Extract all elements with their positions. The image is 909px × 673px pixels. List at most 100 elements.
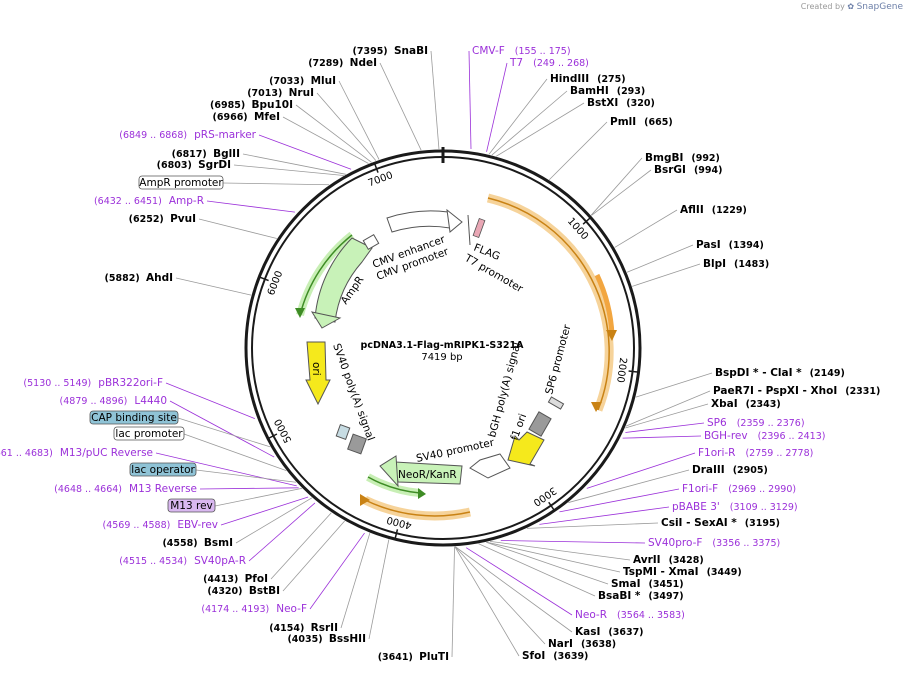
tick-mark <box>548 501 555 511</box>
enzyme-xbai: XbaI(2343) <box>711 398 781 410</box>
boxed-feature-lac-operator: lac operator <box>131 464 195 476</box>
enzyme-nrui: (7013) NruI <box>247 87 314 99</box>
primer-f1ori-r: F1ori-R(2759 .. 2778) <box>698 447 813 459</box>
label-sp6-promoter: SP6 promoter <box>543 323 573 396</box>
enzyme-tspmi-xmai: TspMI - XmaI(3449) <box>623 566 742 578</box>
enzyme-blpi: BlpI(1483) <box>703 258 769 270</box>
snapgene-credit: Created by ✿ SnapGene <box>801 2 903 12</box>
primer-m13-puc-reverse: (4661 .. 4683) M13/pUC Reverse <box>0 447 153 459</box>
enzyme-rsrii: (4154) RsrII <box>269 622 338 634</box>
tick-label-2000: 2000 <box>614 357 628 384</box>
enzyme-bamhi: BamHI(293) <box>570 85 645 97</box>
feature-flag-box <box>472 218 486 238</box>
feature-sp6-small <box>547 396 565 410</box>
feature-cds-orange-bottom-core <box>364 499 471 517</box>
primer-pbr322ori-f: (5130 .. 5149) pBR322ori-F <box>23 377 163 389</box>
feature-tracks <box>295 193 617 521</box>
primer-t7: T7(249 .. 268) <box>509 57 589 69</box>
enzyme-kasi: KasI(3637) <box>575 626 644 638</box>
enzyme-bsabi: BsaBI *(3497) <box>598 590 684 602</box>
tick-mark <box>268 433 278 439</box>
primer-f1ori-f: F1ori-F(2969 .. 2990) <box>682 483 796 495</box>
enzyme-pluti: (3641) PluTI <box>378 651 449 663</box>
enzyme-pasi: PasI(1394) <box>696 239 764 251</box>
plasmid-size: 7419 bp <box>421 352 462 363</box>
boxed-feature-lac-promoter-box <box>113 426 185 441</box>
label-leader-lines <box>155 50 713 658</box>
enzyme-ahdi: (5882) AhdI <box>105 272 173 284</box>
enzyme-paer7i-pspxi-xhoi: PaeR7I - PspXI - XhoI(2331) <box>713 385 880 397</box>
enzyme-bspdi-clai: BspDI * - ClaI *(2149) <box>715 367 845 379</box>
primer-prs-marker: (6849 .. 6868) pRS-marker <box>119 129 256 141</box>
primer-neo-r: Neo-R(3564 .. 3583) <box>575 609 685 621</box>
feature-f1-ori <box>507 431 545 467</box>
enzyme-bmgbi: BmgBI(992) <box>645 152 720 164</box>
enzyme-aflii: AflII(1229) <box>680 204 747 216</box>
feature-bgh-polya-box <box>528 411 552 437</box>
feature-cds-orange-1-core <box>487 197 610 411</box>
enzyme-pmli: PmlI(665) <box>610 116 673 128</box>
boxed-feature-ampr-promoter: AmpR promoter <box>139 177 223 189</box>
credit-prefix: Created by <box>800 2 845 11</box>
feature-green-arc-left-core <box>299 234 353 316</box>
feature-cmv <box>386 210 451 233</box>
enzyme-hindiii: HindIII(275) <box>550 73 626 85</box>
orange-arrow-head-3 <box>360 494 370 506</box>
enzyme-bstxi: BstXI(320) <box>587 97 655 109</box>
tick-mark <box>259 276 269 282</box>
enzyme-bpu10i: (6985) Bpu10I <box>210 99 293 111</box>
tick-mark <box>582 217 591 225</box>
label-neor: NeoR/KanR <box>398 469 457 481</box>
enzyme-bglii: (6817) BglII <box>172 148 240 160</box>
boxed-feature-m13-rev: M13 rev <box>170 500 213 512</box>
primer-sv40pa-r: (4515 .. 4534) SV40pA-R <box>119 555 246 567</box>
primer-sp6: SP6(2359 .. 2376) <box>707 417 805 429</box>
cmv-arrow-head <box>446 208 463 233</box>
feature-sv40-promoter <box>469 453 511 479</box>
primer-amp-r: (6432 .. 6451) Amp-R <box>94 195 204 207</box>
enzyme-ndei: (7289) NdeI <box>308 57 377 69</box>
tick-label-6000: 6000 <box>266 269 285 297</box>
green-arrow-head-left <box>295 308 305 318</box>
primer-neo-f: (4174 .. 4193) Neo-F <box>201 603 307 615</box>
feature-ori <box>305 341 331 406</box>
boxed-feature-lac-promoter: lac promoter <box>115 428 183 440</box>
feature-sv40-small <box>335 424 351 440</box>
feature-cds-orange-bottom <box>363 495 471 521</box>
tick-label-7000: 7000 <box>367 170 395 189</box>
label-ori: ori <box>310 362 322 376</box>
enzyme-mfei: (6966) MfeI <box>213 111 280 123</box>
enzyme-snabi: (7395) SnaBI <box>353 45 428 57</box>
tick-mark <box>394 529 399 539</box>
orange-arrow-head-1 <box>591 402 602 412</box>
primer-m13-reverse: (4648 .. 4664) M13 Reverse <box>54 483 197 495</box>
boxed-feature-lac-operator-box <box>129 462 197 477</box>
enzyme-bstbi: (4320) BstBI <box>207 585 280 597</box>
enzyme-csii-sexai: CsiI - SexAI *(3195) <box>661 517 780 529</box>
enzyme-avrii: AvrII(3428) <box>633 554 704 566</box>
tick-mark <box>628 370 638 373</box>
snapgene-logo-icon: ✿ <box>847 2 855 11</box>
ampr-arrow-head <box>310 311 342 329</box>
enzyme-sfoi: SfoI(3639) <box>522 650 588 662</box>
feature-green-arc-bottom-core <box>367 476 421 494</box>
primer-labels: CMV-F(155 .. 175)T7(249 .. 268) SP6(2359 … <box>0 45 825 621</box>
plasmid-name: pcDNA3.1-Flag-mRIPK1-S321A <box>361 340 525 351</box>
enzyme-bsrgi: BsrGI(994) <box>654 164 722 176</box>
enzyme-pfoi: (4413) PfoI <box>203 573 268 585</box>
enzyme-bsshii: (4035) BssHII <box>287 633 366 645</box>
tick-mark <box>374 163 379 173</box>
feature-ampr <box>314 237 373 323</box>
primer-sv40pro-f: SV40pro-F(3356 .. 3375) <box>648 537 780 549</box>
primer-pbabe-3: pBABE 3'(3109 .. 3129) <box>672 501 798 513</box>
enzyme-pvui: (6252) PvuI <box>129 213 196 225</box>
enzyme-mlui: (7033) MluI <box>269 75 336 87</box>
credit-brand: SnapGene <box>856 2 903 12</box>
orange-arrow-head-2 <box>606 330 617 341</box>
primer-cmv-f: CMV-F(155 .. 175) <box>472 45 571 57</box>
tick-label-1000: 1000 <box>565 216 590 242</box>
enzyme-draiii: DraIII(2905) <box>692 464 768 476</box>
enzyme-bsmi: (4558) BsmI <box>162 537 233 549</box>
